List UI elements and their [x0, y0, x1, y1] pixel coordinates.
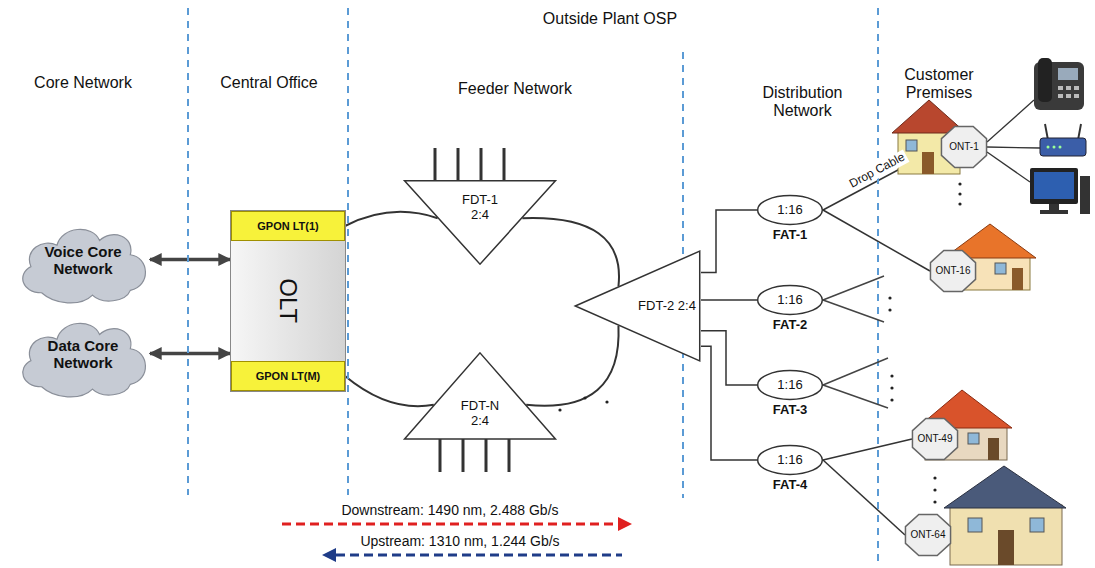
- core-cloud: Data Core Network: [12, 306, 154, 401]
- region-heading: Outside Plant OSP: [520, 10, 700, 28]
- fat-splitter: 1:16FAT-3: [757, 370, 823, 400]
- ellipsis-dots: [558, 182, 961, 503]
- node-text: FDT-N 2:4: [453, 399, 507, 429]
- node-text: FDT-1 2:4: [453, 193, 507, 223]
- fat-splitter: 1:16FAT-1: [757, 195, 823, 225]
- double-arrow: [150, 258, 230, 262]
- node-text: Voice Core Network: [26, 243, 140, 278]
- fat-splitter: 1:16FAT-2: [757, 285, 823, 315]
- region-separators: [188, 8, 878, 565]
- region-heading: Central Office: [192, 74, 346, 92]
- fiber-line: [823, 439, 912, 460]
- node-text: 1:16: [777, 293, 802, 308]
- node-text: 1:16: [777, 453, 802, 468]
- fiber-line: [701, 299, 757, 301]
- ont-octagon: ONT-1: [941, 126, 987, 168]
- feeder-ring: [522, 218, 619, 286]
- node-text: 1:16: [777, 378, 802, 393]
- region-heading: Distribution Network: [735, 84, 870, 121]
- node-caption: FAT-3: [747, 403, 833, 418]
- fiber-line: [823, 210, 930, 271]
- router-icon: [1040, 124, 1086, 156]
- feeder-ring: [526, 326, 618, 406]
- computer-icon: [1030, 168, 1090, 214]
- splitter-triangle: FDT-1 2:4: [403, 180, 557, 265]
- node-text: 1:16: [777, 203, 802, 218]
- fiber-line: [701, 331, 757, 385]
- core-cloud: Voice Core Network: [12, 212, 154, 307]
- splitter-triangle: FDT-2 2:4: [574, 250, 701, 362]
- line-terminal-box: GPON LT(1): [231, 211, 345, 241]
- fat-splitter: 1:16FAT-4: [757, 445, 823, 475]
- region-heading: Customer Premises: [884, 66, 994, 103]
- node-caption: FAT-2: [747, 318, 833, 333]
- splitter-triangle: FDT-N 2:4: [403, 352, 557, 440]
- fiber-line: [701, 210, 757, 272]
- node-text: ONT-1: [949, 141, 978, 153]
- drop-stubs: [823, 276, 888, 408]
- fiber-line: [701, 346, 757, 460]
- phone-icon: [1034, 58, 1084, 110]
- signal-label: Downstream: 1490 nm, 2.488 Gb/s: [270, 502, 630, 518]
- fiber-line: [823, 147, 941, 210]
- feeder-ring: [345, 212, 438, 226]
- ont-octagon: ONT-64: [905, 514, 951, 556]
- upstream-arrow: [322, 548, 622, 562]
- signal-label: Upstream: 1310 nm, 1.244 Gb/s: [290, 533, 630, 549]
- ont-octagon: ONT-16: [930, 250, 976, 292]
- node-caption: FAT-1: [747, 228, 833, 243]
- region-heading: Core Network: [8, 74, 158, 92]
- feeder-ring: [345, 376, 434, 406]
- house-4: [944, 466, 1066, 565]
- ont-octagon: ONT-49: [912, 418, 958, 460]
- node-text: ONT-64: [910, 529, 945, 541]
- double-arrow: [150, 352, 230, 356]
- node-caption: FAT-4: [747, 478, 833, 493]
- node-text: ONT-16: [935, 265, 970, 277]
- region-heading: Feeder Network: [430, 80, 600, 98]
- node-text: GPON LT(M): [256, 370, 321, 383]
- node-text: FDT-2 2:4: [638, 299, 696, 314]
- downstream-arrow: [282, 517, 632, 531]
- olt-box: OLT GPON LT(1) GPON LT(M): [230, 210, 346, 392]
- node-text: GPON LT(1): [257, 220, 319, 233]
- node-text: OLT: [274, 279, 302, 324]
- node-text: ONT-49: [917, 433, 952, 445]
- line-terminal-box: GPON LT(M): [231, 361, 345, 391]
- fiber-line: [823, 460, 905, 535]
- node-text: Data Core Network: [26, 337, 140, 372]
